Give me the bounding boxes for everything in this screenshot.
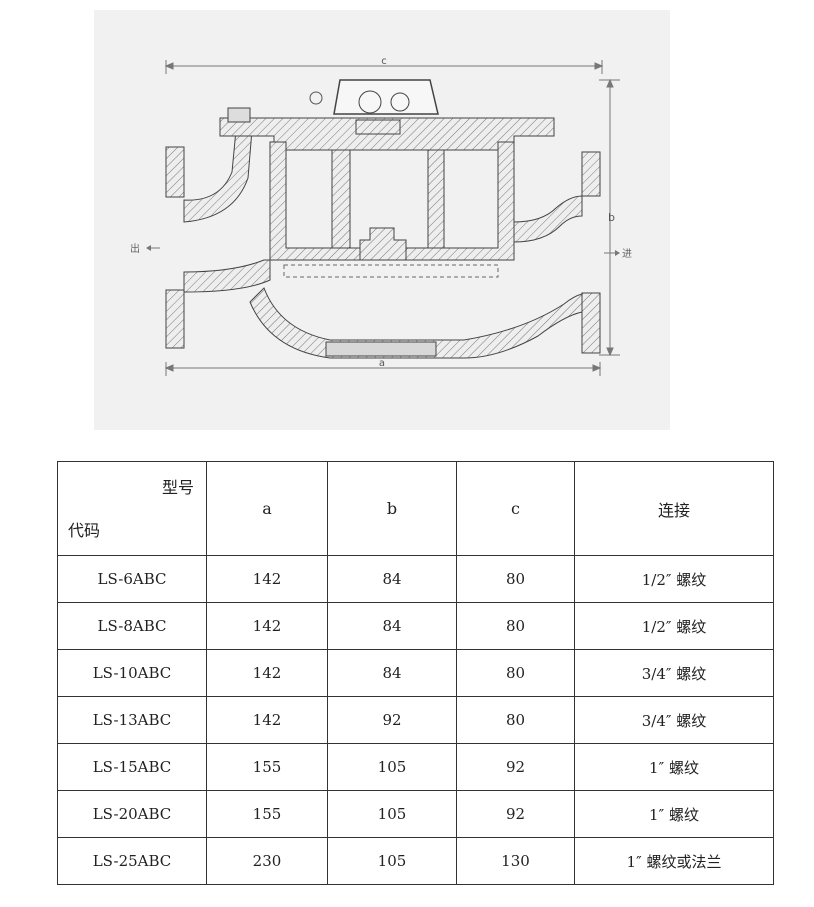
left-upper-flange [165,146,185,198]
table-row: LS-8ABC 142 84 80 1/2″ 螺纹 [57,602,774,650]
model-cell: LS-10ABC [57,649,207,697]
right-lower-flange [581,292,601,354]
header-a: a [206,461,328,556]
c-cell: 80 [456,602,575,650]
b-cell: 105 [327,790,457,838]
impeller-shaft [359,227,407,261]
header-c: c [456,461,575,556]
a-cell: 155 [206,790,328,838]
connection-cell: 1″ 螺纹 [574,790,774,838]
impeller-blade-right [427,149,445,249]
header-b: b [327,461,457,556]
plug-bolt [227,107,251,123]
a-cell: 230 [206,837,328,885]
left-lower-flange [165,289,185,349]
table-row: LS-15ABC 155 105 92 1″ 螺纹 [57,743,774,791]
table-row: LS-20ABC 155 105 92 1″ 螺纹 [57,790,774,838]
b-cell: 84 [327,649,457,697]
header-model-label: 型号 [161,478,194,497]
register-housing [333,79,439,115]
impeller-blade-left [331,149,351,249]
outlet-label: 出 [130,242,140,255]
a-cell: 155 [206,743,328,791]
c-cell: 80 [456,649,575,697]
c-cell: 92 [456,743,575,791]
connection-cell: 3/4″ 螺纹 [574,649,774,697]
connection-cell: 1″ 螺纹 [574,743,774,791]
model-cell: LS-15ABC [57,743,207,791]
strainer-outline [283,264,499,278]
lower-body-left [183,259,271,293]
register-gear-right [390,92,410,112]
meter-cross-section-drawing: c a b 出 进 [94,10,670,430]
b-cell: 84 [327,602,457,650]
lower-body-bowl [249,287,583,359]
model-cell: LS-6ABC [57,555,207,603]
connection-cell: 1/2″ 螺纹 [574,602,774,650]
dimension-a [164,362,602,376]
register-gear-left [358,90,382,114]
diagonal-header-cell: 型号 代码 [57,461,207,556]
model-cell: LS-25ABC [57,837,207,885]
header-code-label: 代码 [68,521,101,540]
dimension-a-label: a [379,358,385,369]
inlet-pipe-wall [513,195,583,243]
dimension-c [164,60,604,74]
a-cell: 142 [206,649,328,697]
b-cell: 105 [327,743,457,791]
register-base [355,119,401,135]
c-cell: 80 [456,555,575,603]
a-cell: 142 [206,602,328,650]
model-cell: LS-20ABC [57,790,207,838]
dimension-b-label: b [608,211,615,224]
measuring-chamber-wall [269,141,515,261]
table-row: LS-25ABC 230 105 130 1″ 螺纹或法兰 [57,837,774,885]
c-cell: 130 [456,837,575,885]
a-cell: 142 [206,696,328,744]
b-cell: 84 [327,555,457,603]
adjust-screw [309,91,323,105]
connection-cell: 1″ 螺纹或法兰 [574,837,774,885]
connection-cell: 3/4″ 螺纹 [574,696,774,744]
table-row: LS-6ABC 142 84 80 1/2″ 螺纹 [57,555,774,603]
model-cell: LS-8ABC [57,602,207,650]
b-cell: 105 [327,837,457,885]
table-header-row: 型号 代码 a b c 连接 [57,461,774,556]
a-cell: 142 [206,555,328,603]
right-upper-flange [581,151,601,197]
spec-table: 型号 代码 a b c 连接 LS-6ABC 142 84 80 1/2″ 螺纹… [57,461,774,885]
connection-cell: 1/2″ 螺纹 [574,555,774,603]
inlet-label: 进 [622,248,632,260]
dimension-c-label: c [381,56,387,67]
drawing-svg: c a b 出 进 [130,56,632,376]
dimension-b [599,78,620,357]
table-row: LS-13ABC 142 92 80 3/4″ 螺纹 [57,696,774,744]
c-cell: 92 [456,790,575,838]
outlet-pipe-wall [183,129,253,223]
header-connection: 连接 [574,461,774,556]
c-cell: 80 [456,696,575,744]
drain-base [325,341,437,357]
model-cell: LS-13ABC [57,696,207,744]
table-row: LS-10ABC 142 84 80 3/4″ 螺纹 [57,649,774,697]
b-cell: 92 [327,696,457,744]
outlet-arrow [146,245,160,251]
inlet-arrow [604,250,620,256]
